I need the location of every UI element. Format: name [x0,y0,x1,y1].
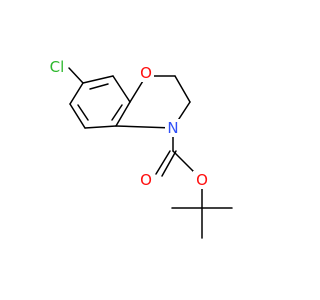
atom-label-o-ester: O [196,171,208,189]
atom-carbonyl-oxygen: O [137,171,155,189]
bond-c7-c8-inner [89,83,109,90]
bond-n4-c4a [115,125,174,129]
atom-ester-oxygen: O [193,171,211,189]
chemical-structure-diagram: Cl O N O O [46,58,233,239]
atom-label-cl: Cl [50,58,65,76]
atom-ring-oxygen: O [138,64,154,82]
bond-carbonyl-double-a [155,150,171,175]
atom-nitrogen: N [165,119,181,137]
bond-c6-c7 [69,82,84,105]
bond-lines [68,67,233,239]
bond-c7-c8 [82,75,114,84]
atom-label-o-carbonyl: O [140,171,152,189]
bond-carbonyl-double-b [161,150,177,177]
bond-c8-c8a [112,75,131,103]
bond-c5-c6 [69,103,86,129]
bond-c2-c3 [174,75,191,103]
atom-label-o-ring: O [140,64,152,82]
atom-label-n: N [167,119,178,137]
bond-c5-c6-inner [77,104,89,121]
atom-chlorine: Cl [46,58,68,76]
bond-c4a-c5 [84,125,117,129]
bond-c8a-c4a-inner [111,104,123,121]
atom-labels: Cl O N O O [46,58,211,189]
bond-c8a-c4a [115,101,131,127]
bond-cl-c7 [68,67,84,84]
